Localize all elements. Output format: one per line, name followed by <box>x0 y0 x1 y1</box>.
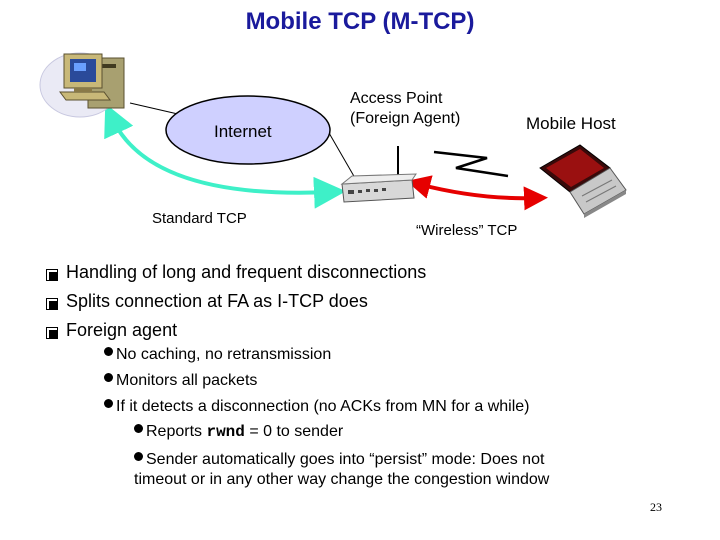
laptop-icon <box>539 144 627 218</box>
bullet-item: Handling of long and frequent disconnect… <box>46 262 427 283</box>
page-title: Mobile TCP (M-TCP) <box>245 8 475 35</box>
dot-bullet-icon <box>104 399 113 408</box>
dot-bullet-icon <box>104 347 113 356</box>
mobile-host-label: Mobile Host <box>526 114 616 133</box>
dot-bullet-icon <box>104 373 113 382</box>
bullet-text: Splits connection at FA as I-TCP does <box>66 291 368 311</box>
standard-tcp-label: Standard TCP <box>152 210 247 227</box>
sub-bullet-item: Monitors all packets <box>104 372 257 390</box>
lightning-bolt-icon <box>433 150 509 178</box>
dot-bullet-icon <box>134 424 143 433</box>
sub-bullet-text: No caching, no retransmission <box>116 346 332 363</box>
standard-tcp-arrow <box>104 103 346 209</box>
reports-prefix: Reports <box>146 423 207 440</box>
bullet-item: Foreign agent <box>46 320 178 341</box>
rwnd-code: rwnd <box>206 423 245 441</box>
sender-text-line1: Sender automatically goes into “persist”… <box>146 451 545 468</box>
access-point-label: Access Point <box>350 90 443 107</box>
wireless-tcp-label: “Wireless” TCP <box>416 222 518 239</box>
sub-bullet-item: If it detects a disconnection (no ACKs f… <box>104 398 530 416</box>
sender-text-line2: timeout or in any other way change the c… <box>134 471 550 488</box>
sub-bullet-item: No caching, no retransmission <box>104 346 331 364</box>
dot-bullet-icon <box>134 452 143 461</box>
square-bullet-icon <box>46 265 58 281</box>
reports-suffix: = 0 to sender <box>244 423 344 440</box>
foreign-agent-label: (Foreign Agent) <box>350 110 461 127</box>
sub-sub-bullet-item: Sender automatically goes into “persist”… <box>134 450 549 490</box>
sub-bullet-text: Monitors all packets <box>116 372 258 389</box>
square-bullet-icon <box>46 323 58 339</box>
internet-label: Internet <box>214 122 272 141</box>
page-number: 23 <box>650 500 662 514</box>
bullet-item: Splits connection at FA as I-TCP does <box>46 291 368 312</box>
desktop-computer-icon <box>39 52 125 118</box>
bullet-text: Handling of long and frequent disconnect… <box>66 262 427 282</box>
access-point-icon <box>340 146 417 203</box>
network-diagram <box>39 52 627 218</box>
sub-bullet-text: If it detects a disconnection (no ACKs f… <box>116 398 530 415</box>
bullet-text: Foreign agent <box>66 320 178 340</box>
square-bullet-icon <box>46 294 58 310</box>
wireless-tcp-arrow <box>406 175 548 211</box>
sub-sub-bullet-item: Reports rwnd = 0 to sender <box>134 422 343 442</box>
